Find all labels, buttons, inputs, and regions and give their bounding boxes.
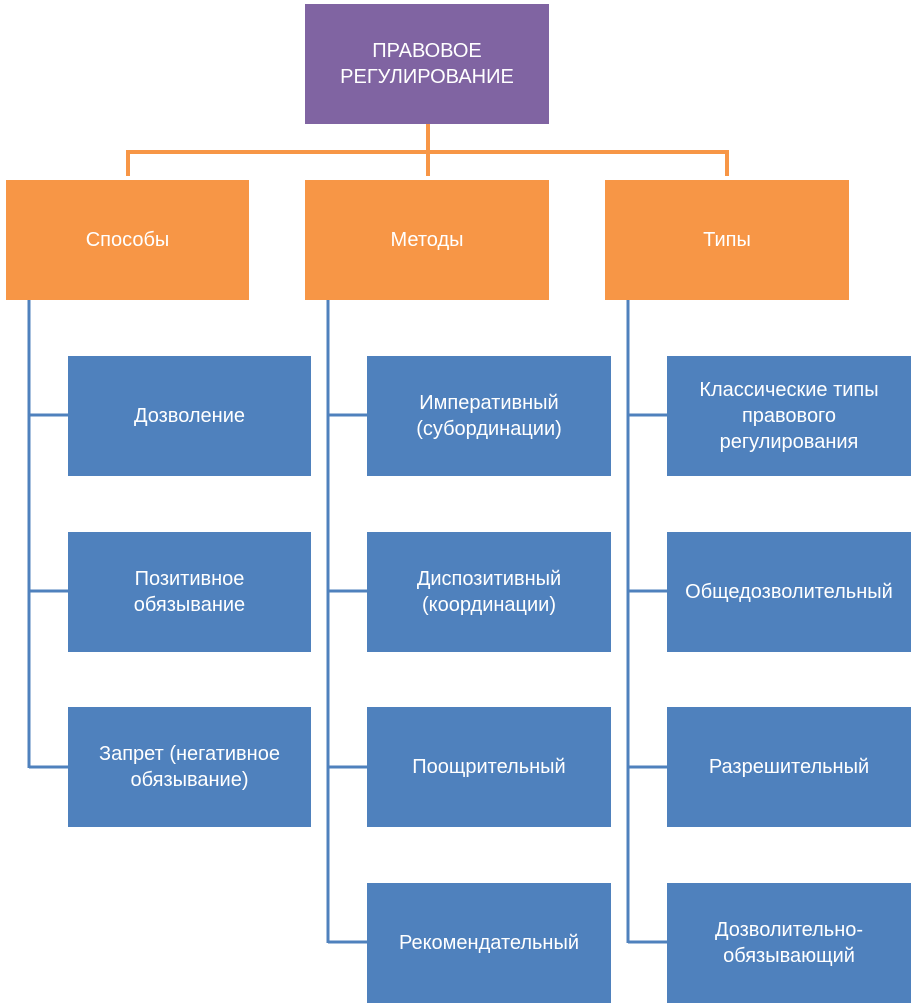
item-label: Диспозитивный (координации)	[416, 568, 562, 616]
item-label: Поощрительный	[412, 756, 566, 778]
item-label: Дозволительно-обязывающий	[714, 919, 864, 967]
category-label: Методы	[390, 229, 464, 251]
item-rekomendatelnyi: Рекомендательный	[367, 883, 611, 1003]
item-label: Рекомендательный	[398, 932, 580, 954]
item-label: Позитивное обязывание	[133, 568, 246, 616]
item-zapret: Запрет (негативное обязывание)	[68, 707, 311, 827]
item-imperativnyi: Императивный (субординации)	[367, 356, 611, 476]
item-razreshitelnyi: Разрешительный	[667, 707, 911, 827]
root-title-line-1: ПРАВОВОЕ	[372, 40, 482, 62]
item-dozvolenie: Дозволение	[68, 356, 311, 476]
root-title-line-2: РЕГУЛИРОВАНИЕ	[340, 66, 514, 88]
category-tipy: Типы	[605, 180, 849, 300]
item-obshchedozvolitelnyi: Общедозволительный	[667, 532, 911, 652]
item-label: Запрет (негативное обязывание)	[99, 743, 280, 791]
category-label: Типы	[703, 229, 751, 251]
item-label: Императивный (субординации)	[416, 392, 562, 440]
item-label: Дозволение	[133, 405, 246, 427]
root-node: ПРАВОВОЕ РЕГУЛИРОВАНИЕ	[305, 4, 549, 124]
item-pozitivnoe-obyazyvanie: Позитивное обязывание	[68, 532, 311, 652]
item-dispozitivnyi: Диспозитивный (координации)	[367, 532, 611, 652]
item-label: Общедозволительный	[685, 581, 893, 603]
item-label: Разрешительный	[708, 756, 870, 778]
category-metody: Методы	[305, 180, 549, 300]
item-dozvolitelno-obyazyvayushchii: Дозволительно-обязывающий	[667, 883, 911, 1003]
category-sposoby: Способы	[6, 180, 249, 300]
item-label: Классические типы правового регулировани…	[699, 379, 879, 453]
category-label: Способы	[85, 229, 170, 251]
item-pooshchritelnyi: Поощрительный	[367, 707, 611, 827]
item-klassicheskie-tipy: Классические типы правового регулировани…	[667, 356, 911, 476]
